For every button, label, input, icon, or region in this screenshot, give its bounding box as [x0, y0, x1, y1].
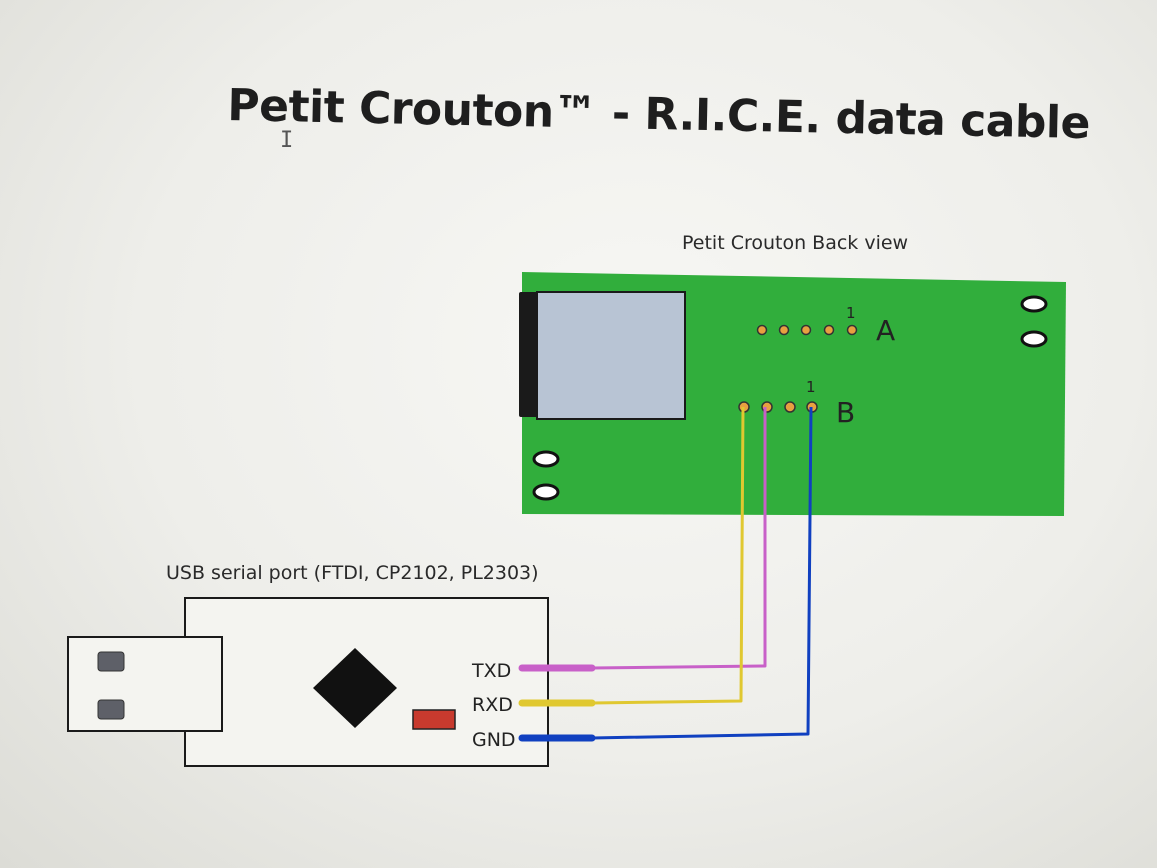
header-b-pin1-label: 1: [806, 378, 816, 396]
pin-label-rxd: RXD: [472, 694, 513, 716]
mounting-hole: [1020, 295, 1048, 313]
header-a-pin1-label: 1: [846, 304, 856, 322]
mounting-hole: [532, 483, 560, 501]
card-slot-edge: [519, 292, 539, 417]
wires: [518, 406, 813, 742]
usb-contact: [97, 651, 125, 672]
card-slot: [536, 291, 686, 420]
usb-plug: [67, 636, 223, 732]
pcb-board: 1 A 1 B: [519, 272, 1066, 516]
usb-adapter: TXD RXD GND: [67, 597, 549, 767]
header-a-label: A: [876, 314, 895, 347]
header-a: 1 A: [756, 304, 895, 347]
pad: [756, 324, 768, 336]
pad: [778, 324, 790, 336]
chip: [313, 648, 397, 728]
pad: [846, 324, 858, 336]
usb-contact: [97, 699, 125, 720]
header-b: 1 B: [738, 378, 855, 429]
pin-label-gnd: GND: [472, 729, 516, 751]
usb-adapter-label: USB serial port (FTDI, CP2102, PL2303): [166, 562, 539, 584]
board-label: Petit Crouton Back view: [682, 232, 909, 254]
mounting-hole: [1020, 330, 1048, 348]
text-cursor-icon: I: [280, 128, 294, 153]
mounting-hole: [532, 450, 560, 468]
pad: [800, 324, 812, 336]
header-b-label: B: [836, 396, 855, 429]
status-led: [412, 709, 456, 730]
pad: [823, 324, 835, 336]
pad: [784, 401, 796, 413]
pin-label-txd: TXD: [471, 660, 511, 682]
